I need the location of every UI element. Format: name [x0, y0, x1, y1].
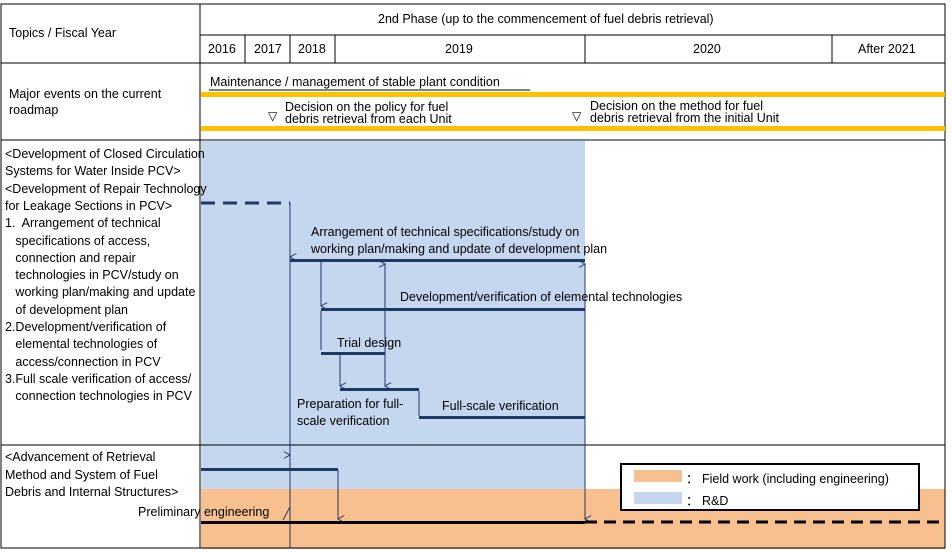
year-after-2021: After 2021 — [858, 42, 916, 56]
task-bar-3 — [321, 352, 385, 355]
task-label-3: Trial design — [337, 336, 402, 350]
milestone-marker-icon: ▽ — [572, 109, 582, 123]
major-events-label-2: roadmap — [9, 103, 59, 117]
legend-label-rd: ： R&D — [686, 494, 729, 508]
topic-line: elemental technologies of — [5, 337, 158, 352]
topic-line: 2.Development/verification of — [5, 320, 167, 334]
legend-swatch-rd — [634, 492, 682, 504]
preliminary-engineering-bar — [201, 521, 585, 524]
year-2018: 2018 — [298, 42, 326, 56]
topic-line: Method and System of Fuel — [5, 467, 158, 482]
topic-line: <Development of Closed Circulation — [5, 147, 205, 161]
phase-label: 2nd Phase (up to the commencement of fue… — [378, 12, 714, 26]
topic-line: 1. Arrangement of technical — [5, 216, 161, 231]
task-label-4-line1: Preparation for full- — [297, 397, 404, 411]
maintenance-bar-bottom — [201, 126, 945, 131]
major-events-label-1: Major events on the current — [9, 87, 162, 101]
preliminary-engineering-label: Preliminary engineering — [138, 505, 270, 519]
topic-line: Debris and Internal Structures> — [5, 485, 179, 499]
task-bar-5 — [419, 416, 585, 419]
milestone1-line1: Decision on the policy for fuel — [285, 100, 449, 114]
milestone2-line1: Decision on the method for fuel — [590, 99, 764, 113]
topic-line: technologies in PCV/study on — [5, 268, 179, 283]
topic-line: access/connection in PCV — [5, 354, 161, 369]
task-label-2: Development/verification of elemental te… — [400, 290, 683, 304]
topic-line: Systems for Water Inside PCV> — [5, 164, 181, 179]
milestone2-line2: debris retrieval from the initial Unit — [590, 111, 779, 125]
maintenance-label: Maintenance / management of stable plant… — [210, 75, 500, 89]
task-label-5: Full-scale verification — [442, 399, 559, 413]
rd-region — [201, 141, 585, 489]
task-bar-2 — [321, 308, 585, 311]
legend-swatch-field — [634, 470, 682, 482]
topic-line: 3.Full scale verification of access/ — [5, 371, 192, 386]
legend: ： Field work (including engineering) ： R… — [620, 463, 920, 511]
task-bar-1 — [290, 259, 585, 262]
task-label-4-line2: scale verification — [297, 414, 390, 428]
topic-line: for Leakage Sections in PCV> — [5, 198, 173, 213]
year-2019: 2019 — [445, 42, 473, 56]
topic-line: connection technologies in PCV — [5, 389, 192, 404]
legend-label-field: ： Field work (including engineering) — [686, 472, 889, 486]
topic-line: connection and repair — [5, 250, 136, 265]
year-2020: 2020 — [693, 42, 721, 56]
task-label-1-line2: working plan/making and update of develo… — [311, 242, 608, 256]
task-bar-4 — [340, 388, 419, 391]
retrieval-bar — [201, 468, 338, 471]
milestone-marker-icon: ▽ — [268, 109, 278, 123]
milestone1-line2: debris retrieval from each Unit — [285, 112, 452, 126]
year-2016: 2016 — [208, 42, 236, 56]
topic-line: working plan/making and update — [5, 285, 196, 300]
maintenance-bar-top — [201, 92, 945, 97]
topic-line: <Advancement of Retrieval — [5, 450, 156, 464]
topic-line: <Development of Repair Technology — [5, 181, 207, 196]
year-2017: 2017 — [254, 42, 282, 56]
task-label-1-line1: Arrangement of technical specifications/… — [311, 225, 580, 239]
topics-label: Topics / Fiscal Year — [9, 26, 116, 40]
topic-line: specifications of access, — [5, 233, 151, 248]
topic-line: of development plan — [5, 302, 128, 317]
